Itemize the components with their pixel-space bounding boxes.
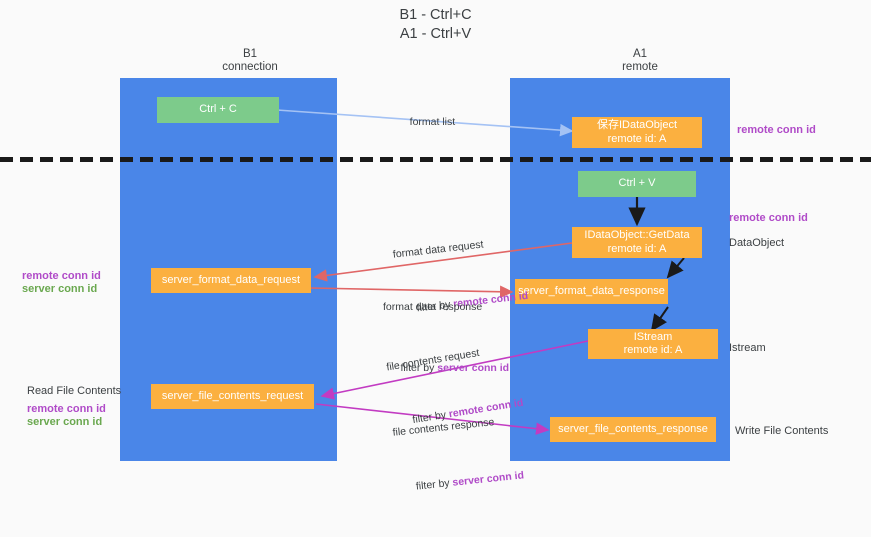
node-istream-line1: IStream xyxy=(633,330,673,343)
edge-label-format-data-response-text: format data response xyxy=(383,301,483,313)
node-server-format-data-request-label: server_format_data_request xyxy=(161,273,301,286)
node-save-idataobject-line2: remote id: A xyxy=(607,132,667,145)
edge-label-file-contents-response-text: file contents response xyxy=(392,416,495,439)
node-idataobject-getdata-line2: remote id: A xyxy=(607,242,667,255)
annotation-remote-conn-id-top: remote conn id xyxy=(737,124,816,136)
annotation-left-server-conn-id-mid: server conn id xyxy=(22,283,98,295)
lane-header-a1: A1 remote xyxy=(622,48,658,73)
edge-label-format-data-response-filter-prefix: filter by xyxy=(400,362,438,374)
node-ctrl-c-label: Ctrl + C xyxy=(199,103,237,116)
node-save-idataobject-line1: 保存IDataObject xyxy=(596,119,678,131)
node-server-file-contents-request-label: server_file_contents_request xyxy=(161,389,304,402)
diagram-canvas: B1 - Ctrl+C A1 - Ctrl+V B1 connection A1… xyxy=(0,7,871,493)
node-istream-line2: remote id: A xyxy=(623,344,683,356)
node-ctrl-c[interactable]: Ctrl + C xyxy=(157,97,279,123)
node-idataobject-getdata-line1: IDataObject::GetData xyxy=(584,229,690,241)
page-title: B1 - Ctrl+C A1 - Ctrl+V xyxy=(399,7,472,42)
annotation-remote-conn-id-mid: remote conn id xyxy=(729,212,808,224)
edge-label-file-contents-response-filter-prefix: filter by xyxy=(415,476,454,493)
annotation-dataobject: DataObject xyxy=(729,237,785,249)
annotation-left-remote-conn-id-bottom: remote conn id xyxy=(27,403,106,415)
edge-label-file-contents-response-filter-key: server conn id xyxy=(451,469,525,489)
node-server-file-contents-response[interactable]: server_file_contents_response xyxy=(550,417,716,442)
annotation-read-file-contents: Read File Contents xyxy=(27,385,122,397)
edge-label-file-contents-request-text: file contents request xyxy=(385,346,481,374)
node-istream[interactable]: IStream remote id: A xyxy=(588,329,718,359)
edge-label-format-list-text: format list xyxy=(409,116,456,128)
node-idataobject-getdata[interactable]: IDataObject::GetData remote id: A xyxy=(572,227,702,258)
annotation-left-server-conn-id-bottom: server conn id xyxy=(27,416,103,428)
edge-label-format-data-request-text: format data request xyxy=(392,238,485,261)
lane-header-b1: B1 connection xyxy=(222,48,278,73)
edge-label-format-data-response: format data response filter by server co… xyxy=(383,272,509,417)
node-save-idataobject[interactable]: 保存IDataObject remote id: A xyxy=(572,117,702,148)
annotation-write-file-contents: Write File Contents xyxy=(735,425,829,437)
node-server-file-contents-request[interactable]: server_file_contents_request xyxy=(151,384,314,409)
phase-divider xyxy=(0,157,871,162)
node-server-format-data-request[interactable]: server_format_data_request xyxy=(151,268,311,293)
node-server-format-data-response-label: server_format_data_response xyxy=(518,284,665,297)
node-ctrl-v[interactable]: Ctrl + V xyxy=(578,171,696,197)
node-server-file-contents-response-label: server_file_contents_response xyxy=(558,422,708,435)
edge-label-file-contents-response: file contents response filter by server … xyxy=(389,385,529,537)
edge-label-format-data-response-filter-key: server conn id xyxy=(437,362,510,374)
annotation-left-remote-conn-id-mid: remote conn id xyxy=(22,270,101,282)
node-server-format-data-response[interactable]: server_format_data_response xyxy=(515,279,668,304)
node-ctrl-v-label: Ctrl + V xyxy=(618,177,656,190)
edge-label-format-list: format list xyxy=(398,101,456,143)
annotation-istream: Istream xyxy=(729,342,766,354)
